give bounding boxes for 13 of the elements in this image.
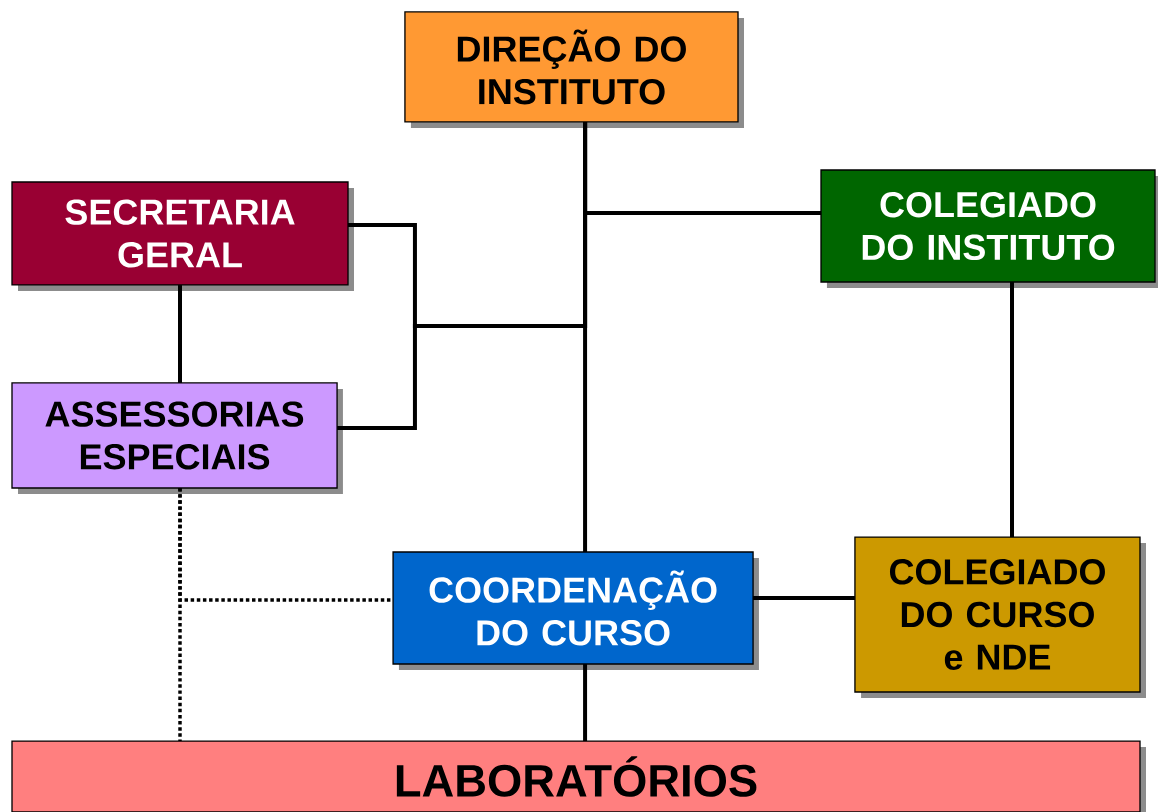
process-box: COLEGIADO DO INSTITUTO xyxy=(820,169,1158,288)
process-box: COORDENAÇÃO DO CURSO xyxy=(392,551,759,670)
process-box: LABORATÓRIOS xyxy=(11,740,1146,812)
process-box: SECRETARIA GERAL xyxy=(11,181,354,291)
connector-line xyxy=(178,285,182,383)
connector-line xyxy=(337,122,588,430)
connector-line xyxy=(178,488,182,742)
connector-line xyxy=(1010,282,1014,538)
process-box: ASSESSORIAS ESPECIAIS xyxy=(11,382,343,494)
connector-line xyxy=(583,664,588,742)
process-box: DIREÇÃO DO INSTITUTO xyxy=(404,11,744,128)
connector-line xyxy=(753,596,855,600)
process-box: COLEGIADO DO CURSO e NDE xyxy=(854,536,1146,698)
